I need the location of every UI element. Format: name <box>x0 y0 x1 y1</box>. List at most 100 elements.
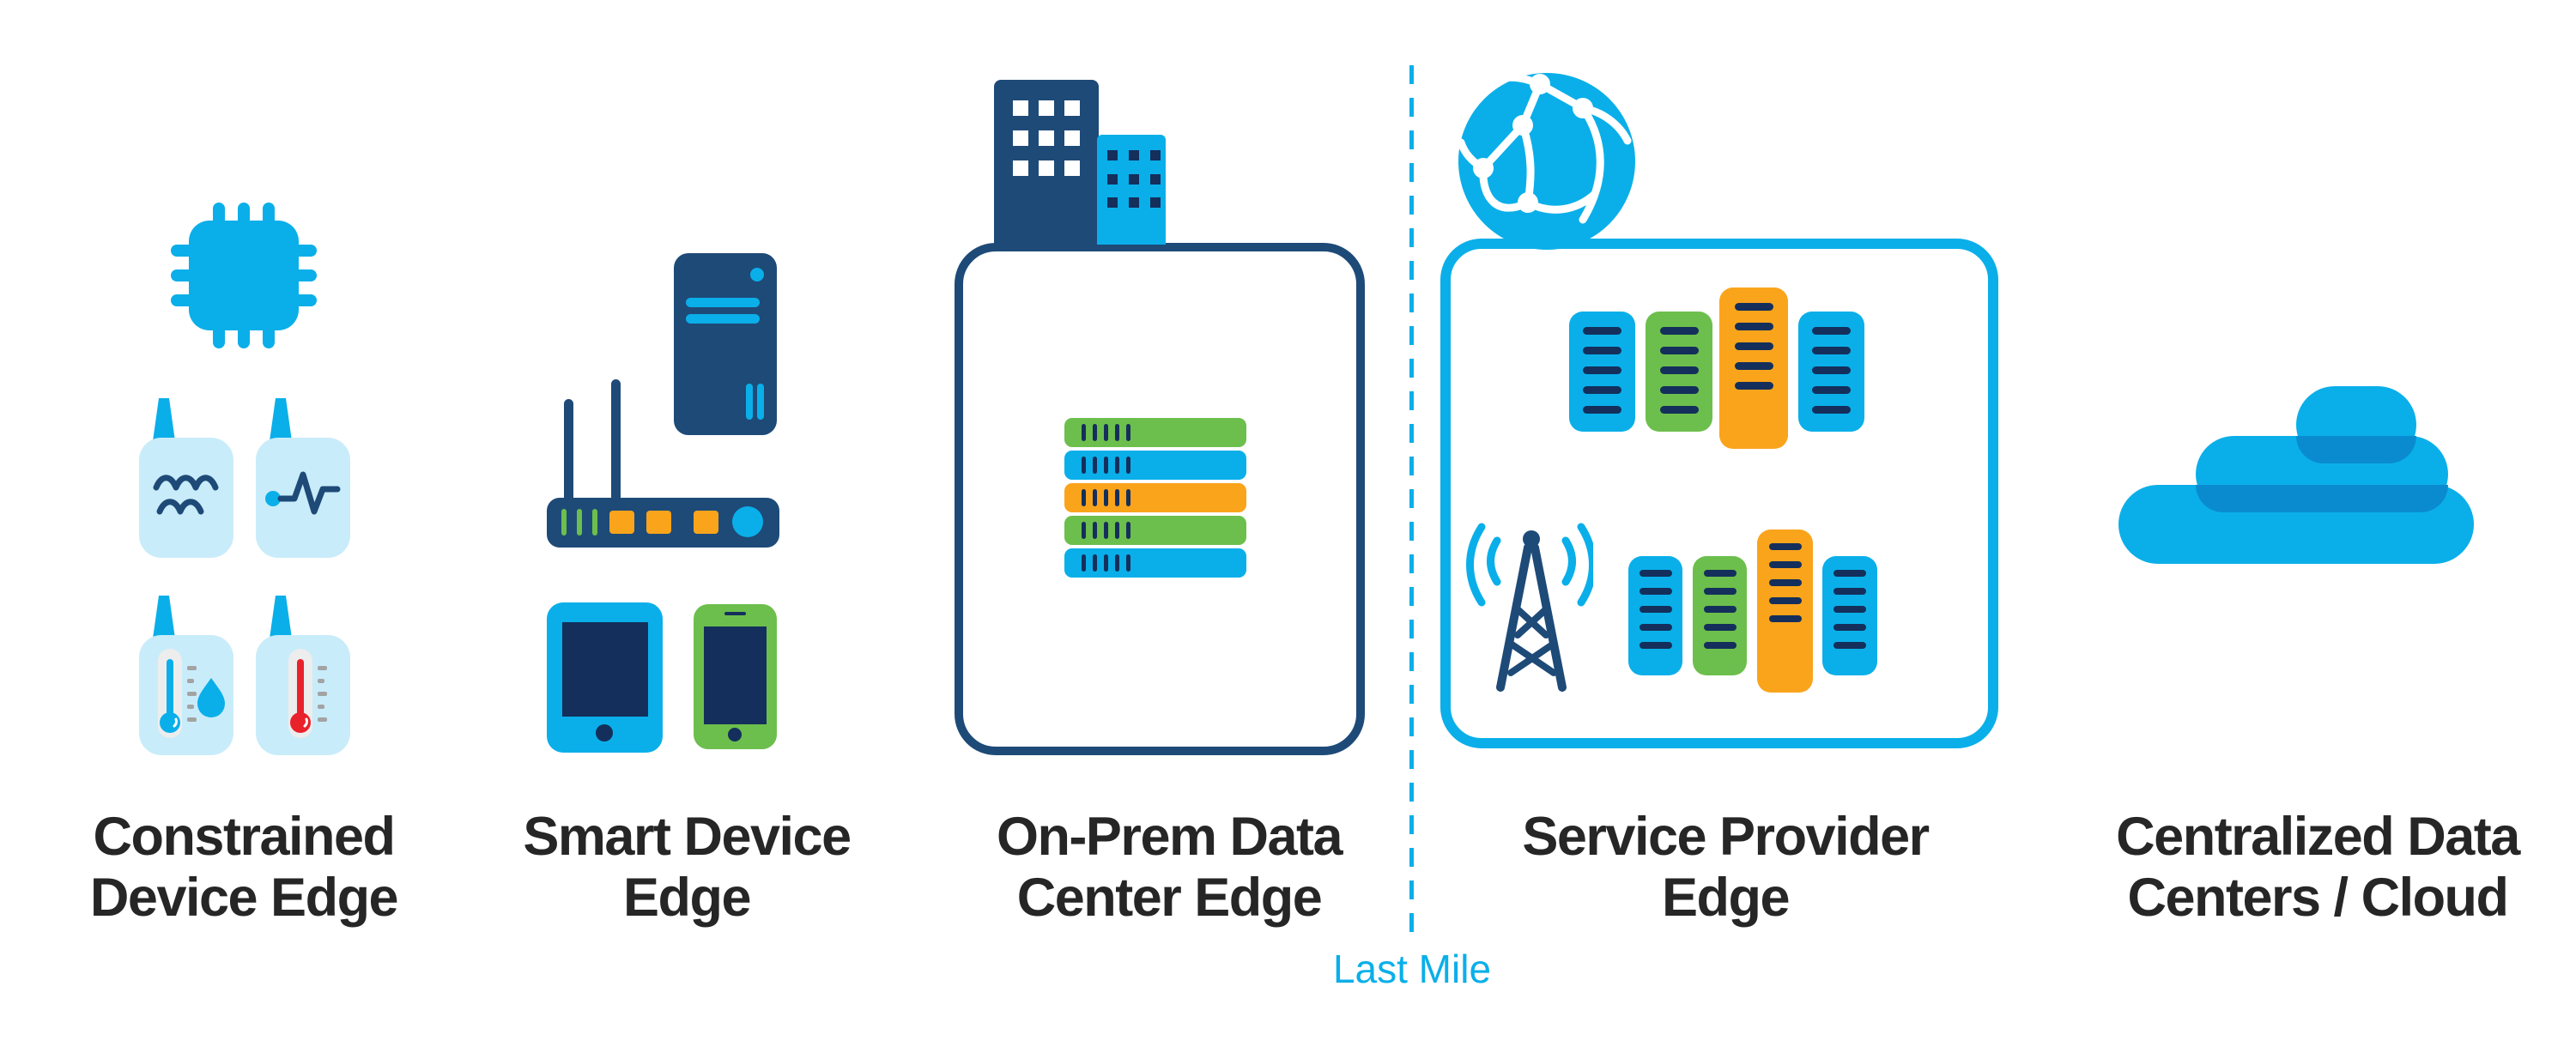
server-slot-line <box>1093 554 1097 572</box>
server-slot-line <box>1768 543 1802 550</box>
server-slot-line <box>1812 406 1851 414</box>
server-slot-line <box>1834 642 1866 649</box>
phone-home-button <box>728 728 742 741</box>
server-slot-line <box>1734 303 1773 311</box>
server-slot-line <box>1104 522 1108 539</box>
sensor-antenna <box>153 398 175 441</box>
server-slot-line <box>1659 406 1699 414</box>
server-slot-line <box>1093 457 1097 474</box>
phone-screen <box>704 626 767 724</box>
server-unit <box>1064 483 1246 512</box>
server-tower <box>1646 312 1712 432</box>
server-slot-line <box>1834 588 1866 595</box>
tablet-icon <box>547 602 663 753</box>
router-antenna <box>611 379 621 506</box>
cloud-layer-overlap <box>2296 436 2416 463</box>
server-slot-line <box>1812 386 1851 394</box>
label-smart-device-edge: Smart Device Edge <box>523 807 852 929</box>
server-slot-line <box>1126 424 1130 441</box>
cloud-layer-top <box>2296 386 2416 463</box>
tablet-screen <box>562 622 648 717</box>
server-slot-line <box>1734 342 1773 350</box>
on-prem-boundary-box <box>955 243 1365 755</box>
server-slot-line <box>1104 424 1108 441</box>
server-slot-line <box>1583 406 1621 414</box>
cloud-layer-overlap <box>2196 485 2448 512</box>
globe-network-icon <box>1457 73 1635 250</box>
server-slot-line <box>1768 561 1802 568</box>
server-slot-line <box>1659 386 1699 394</box>
server-slot-line <box>1659 327 1699 335</box>
cell-tower-icon <box>1466 523 1593 692</box>
server-slot-line <box>1659 347 1699 354</box>
server-slot-line <box>1734 323 1773 330</box>
server-slot-line <box>1812 366 1851 374</box>
server-slot-line <box>1703 624 1737 631</box>
server-tower <box>1628 556 1682 675</box>
server-tower <box>1757 530 1813 693</box>
server-slot-line <box>1104 554 1108 572</box>
server-slot-line <box>1126 522 1130 539</box>
processor-chip-icon <box>171 203 317 348</box>
server-slot-line <box>1768 579 1802 586</box>
office-buildings-icon <box>994 80 1166 245</box>
server-rack-top <box>1569 287 1865 449</box>
cloud-layer-middle <box>2196 436 2448 512</box>
server-slot-line <box>1082 489 1086 506</box>
server-slot-line <box>1093 489 1097 506</box>
server-slot-line <box>1703 606 1737 613</box>
server-slot-line <box>1093 522 1097 539</box>
server-slot-line <box>1115 554 1119 572</box>
server-slot-line <box>1734 362 1773 370</box>
cloud-layer-bottom <box>2118 485 2474 564</box>
server-tower <box>1798 312 1864 432</box>
server-slot-line <box>1082 554 1086 572</box>
server-unit <box>1064 548 1246 578</box>
tablet-home-button <box>596 724 613 741</box>
server-slot-line <box>1115 489 1119 506</box>
label-constrained-device-edge: Constrained Device Edge <box>89 807 399 929</box>
server-slot-line <box>1703 588 1737 595</box>
server-slot-line <box>1734 382 1773 390</box>
server-slot-line <box>1104 489 1108 506</box>
server-slot-line <box>1126 489 1130 506</box>
server-slot-line <box>1583 386 1621 394</box>
server-slot-line <box>1115 522 1119 539</box>
server-tower <box>1822 556 1877 675</box>
server-slot-line <box>1703 570 1737 577</box>
server-slot-line <box>1082 424 1086 441</box>
phone-speaker <box>724 612 746 615</box>
smartphone-icon <box>694 604 777 749</box>
server-slot-line <box>1115 424 1119 441</box>
server-slot-line <box>1659 366 1699 374</box>
server-slot-line <box>1639 642 1672 649</box>
label-centralized-data-centers-cloud: Centralized Data Centers / Cloud <box>2116 807 2520 929</box>
server-stack <box>1064 418 1246 578</box>
server-slot-line <box>1126 457 1130 474</box>
server-slot-line <box>1583 347 1621 354</box>
server-slot-line <box>1104 457 1108 474</box>
server-slot-line <box>1812 327 1851 335</box>
server-unit <box>1064 418 1246 447</box>
server-tower <box>1693 556 1747 675</box>
service-provider-boundary-box <box>1440 239 1998 748</box>
server-slot-line <box>1834 570 1866 577</box>
server-tower <box>1569 312 1635 432</box>
server-slot-line <box>1834 606 1866 613</box>
last-mile-divider-line <box>1409 65 1414 937</box>
server-slot-line <box>1639 624 1672 631</box>
server-slot-line <box>1126 554 1130 572</box>
server-slot-line <box>1583 366 1621 374</box>
sensor-antenna <box>270 398 292 441</box>
server-slot-line <box>1082 457 1086 474</box>
server-slot-line <box>1583 327 1621 335</box>
signal-waves <box>1466 523 1593 607</box>
server-tower <box>1719 287 1788 449</box>
pulse-sensor-icon <box>256 398 350 558</box>
server-unit <box>1064 451 1246 480</box>
